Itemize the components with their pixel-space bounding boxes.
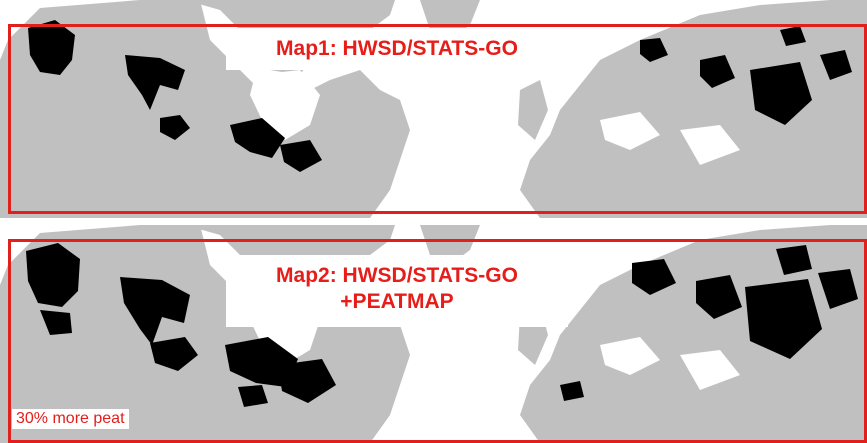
peat-layer [28,20,852,172]
map-panel-1: Map1: HWSD/STATS-GO [0,0,867,218]
map-2-title-line1: Map2: HWSD/STATS-GO [276,264,518,287]
map-1-title: Map1: HWSD/STATS-GO [226,28,568,70]
map-2-title-line2: +PEATMAP [340,290,454,313]
peat-layer [26,243,858,407]
map-2-title: Map2: HWSD/STATS-GO +PEATMAP [226,255,568,327]
map-panel-2: Map2: HWSD/STATS-GO +PEATMAP 30% more pe… [0,225,867,443]
water-layer [250,70,740,165]
map-2-note: 30% more peat [12,409,129,429]
map-1-title-line1: Map1: HWSD/STATS-GO [276,37,518,60]
